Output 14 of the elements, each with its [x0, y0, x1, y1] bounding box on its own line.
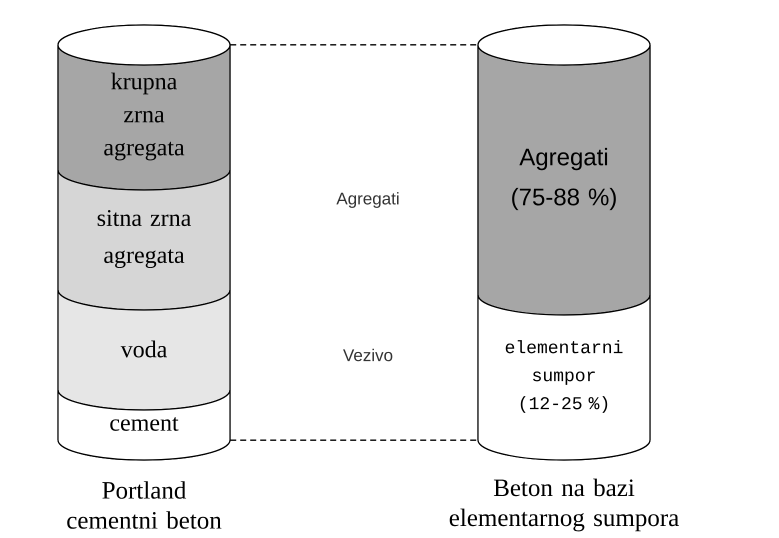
dashed-line: [230, 440, 478, 441]
cylinder-layer: voda: [57, 289, 231, 411]
cylinder-top: [57, 24, 231, 66]
cylinder-layer: sitna zrna agregata: [57, 169, 231, 311]
side-label: Agregati: [336, 192, 399, 208]
cylinder-layer: elementarni sumpor (12-25 %): [477, 294, 651, 461]
dashed-line: [230, 44, 478, 46]
node-label: Beton na bazi elementarnog sumpora: [450, 478, 679, 532]
node-label: Portland cementni beton: [67, 481, 222, 529]
cylinder-layer: cement: [57, 389, 231, 461]
cylinder-layer: krupna zrna agregata: [57, 44, 231, 191]
cylinder-layer: Agregati (75-88 %): [477, 44, 651, 316]
cylinder-top: [477, 24, 651, 66]
side-label: Vezivo: [343, 348, 392, 362]
